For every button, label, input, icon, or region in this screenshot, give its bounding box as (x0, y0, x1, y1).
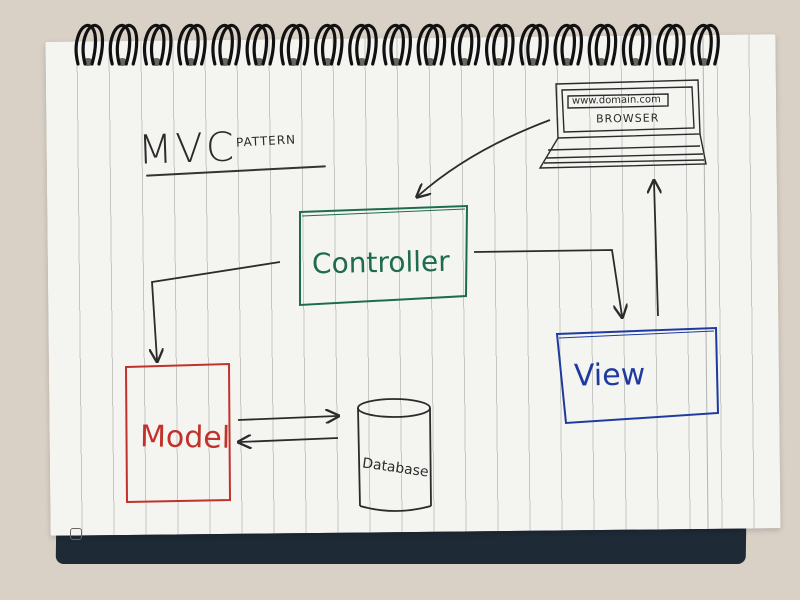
spiral-ring (245, 23, 276, 66)
spiral-ring (587, 23, 618, 66)
arrow-browser-to-controller (418, 119, 551, 196)
spiral-ring (211, 23, 241, 66)
arrow-model-to-database (237, 416, 337, 420)
spiral-ring (382, 23, 412, 66)
spiral-ring (177, 23, 207, 66)
model-label: Model (139, 419, 231, 456)
database-cylinder (357, 398, 432, 512)
arrow-view-to-browser (654, 182, 658, 317)
spiral-ring (656, 23, 686, 66)
spiral-ring (450, 23, 481, 66)
browser-url-label: www.domain.com (571, 94, 661, 107)
spiral-ring (74, 23, 105, 66)
view-box-overstroke (558, 330, 715, 339)
arrow-controller-to-view (473, 249, 622, 316)
spiral-ring (314, 23, 344, 66)
spiral-ring (621, 23, 652, 66)
view-box (555, 326, 720, 425)
controller-box (299, 204, 469, 307)
spiral-ring (348, 23, 378, 66)
view-label: View (573, 357, 646, 394)
spiral-ring (519, 23, 549, 66)
spiral-binding (74, 23, 720, 66)
spiral-ring (485, 23, 515, 66)
page-corner-mark (70, 528, 82, 540)
spiral-ring (279, 23, 310, 66)
browser-laptop (538, 79, 707, 169)
spiral-ring (553, 23, 584, 66)
controller-box-overstroke (301, 208, 466, 217)
spiral-ring (108, 23, 139, 66)
spiral-ring (690, 23, 720, 66)
spiral-ring (143, 23, 173, 66)
model-box (124, 362, 232, 504)
arrow-database-to-model (240, 438, 339, 442)
controller-label: Controller (311, 244, 451, 281)
arrow-controller-to-model (152, 261, 281, 360)
spiral-ring (416, 23, 447, 66)
browser-label: BROWSER (595, 111, 660, 126)
